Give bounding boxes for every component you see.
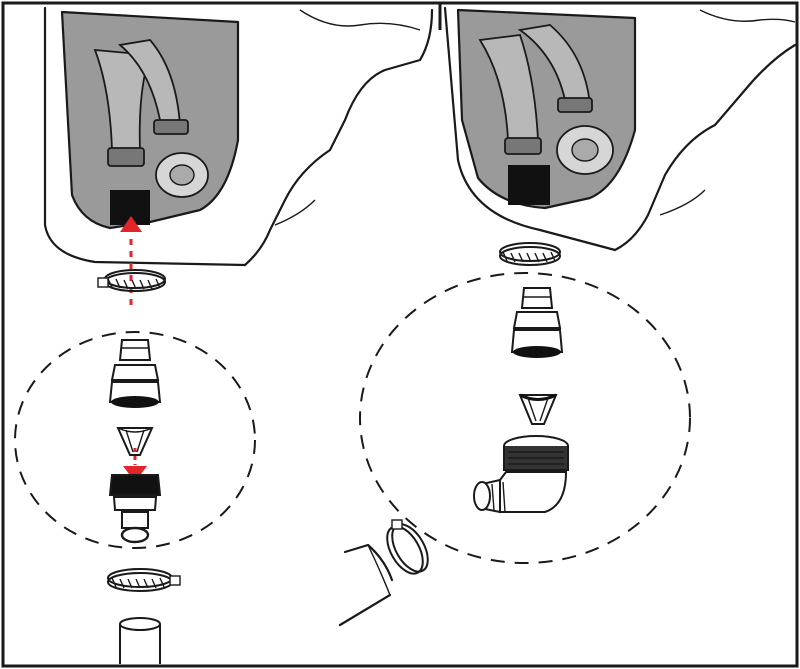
discharge-hose <box>338 543 394 627</box>
hose-clamp <box>499 242 561 266</box>
hose-clamp <box>97 269 166 292</box>
discharge-pipe <box>119 617 161 664</box>
elbow-fitting <box>473 435 569 514</box>
left-toilet-base <box>43 6 434 267</box>
up-arrow-into-base <box>120 216 142 305</box>
left-panel-exploded-view <box>14 6 434 664</box>
valve-connector <box>108 474 162 544</box>
right-toilet-base <box>443 6 797 252</box>
hose-clamp <box>386 519 429 575</box>
detail-circle-left <box>14 331 256 549</box>
hose-adapter <box>108 339 162 408</box>
detail-circle-right <box>359 272 691 564</box>
duckbill-valve <box>518 393 558 425</box>
hose-clamp <box>107 568 181 592</box>
duckbill-valve <box>116 427 154 456</box>
right-panel-exploded-view <box>338 6 797 627</box>
hose-adapter <box>510 287 564 358</box>
